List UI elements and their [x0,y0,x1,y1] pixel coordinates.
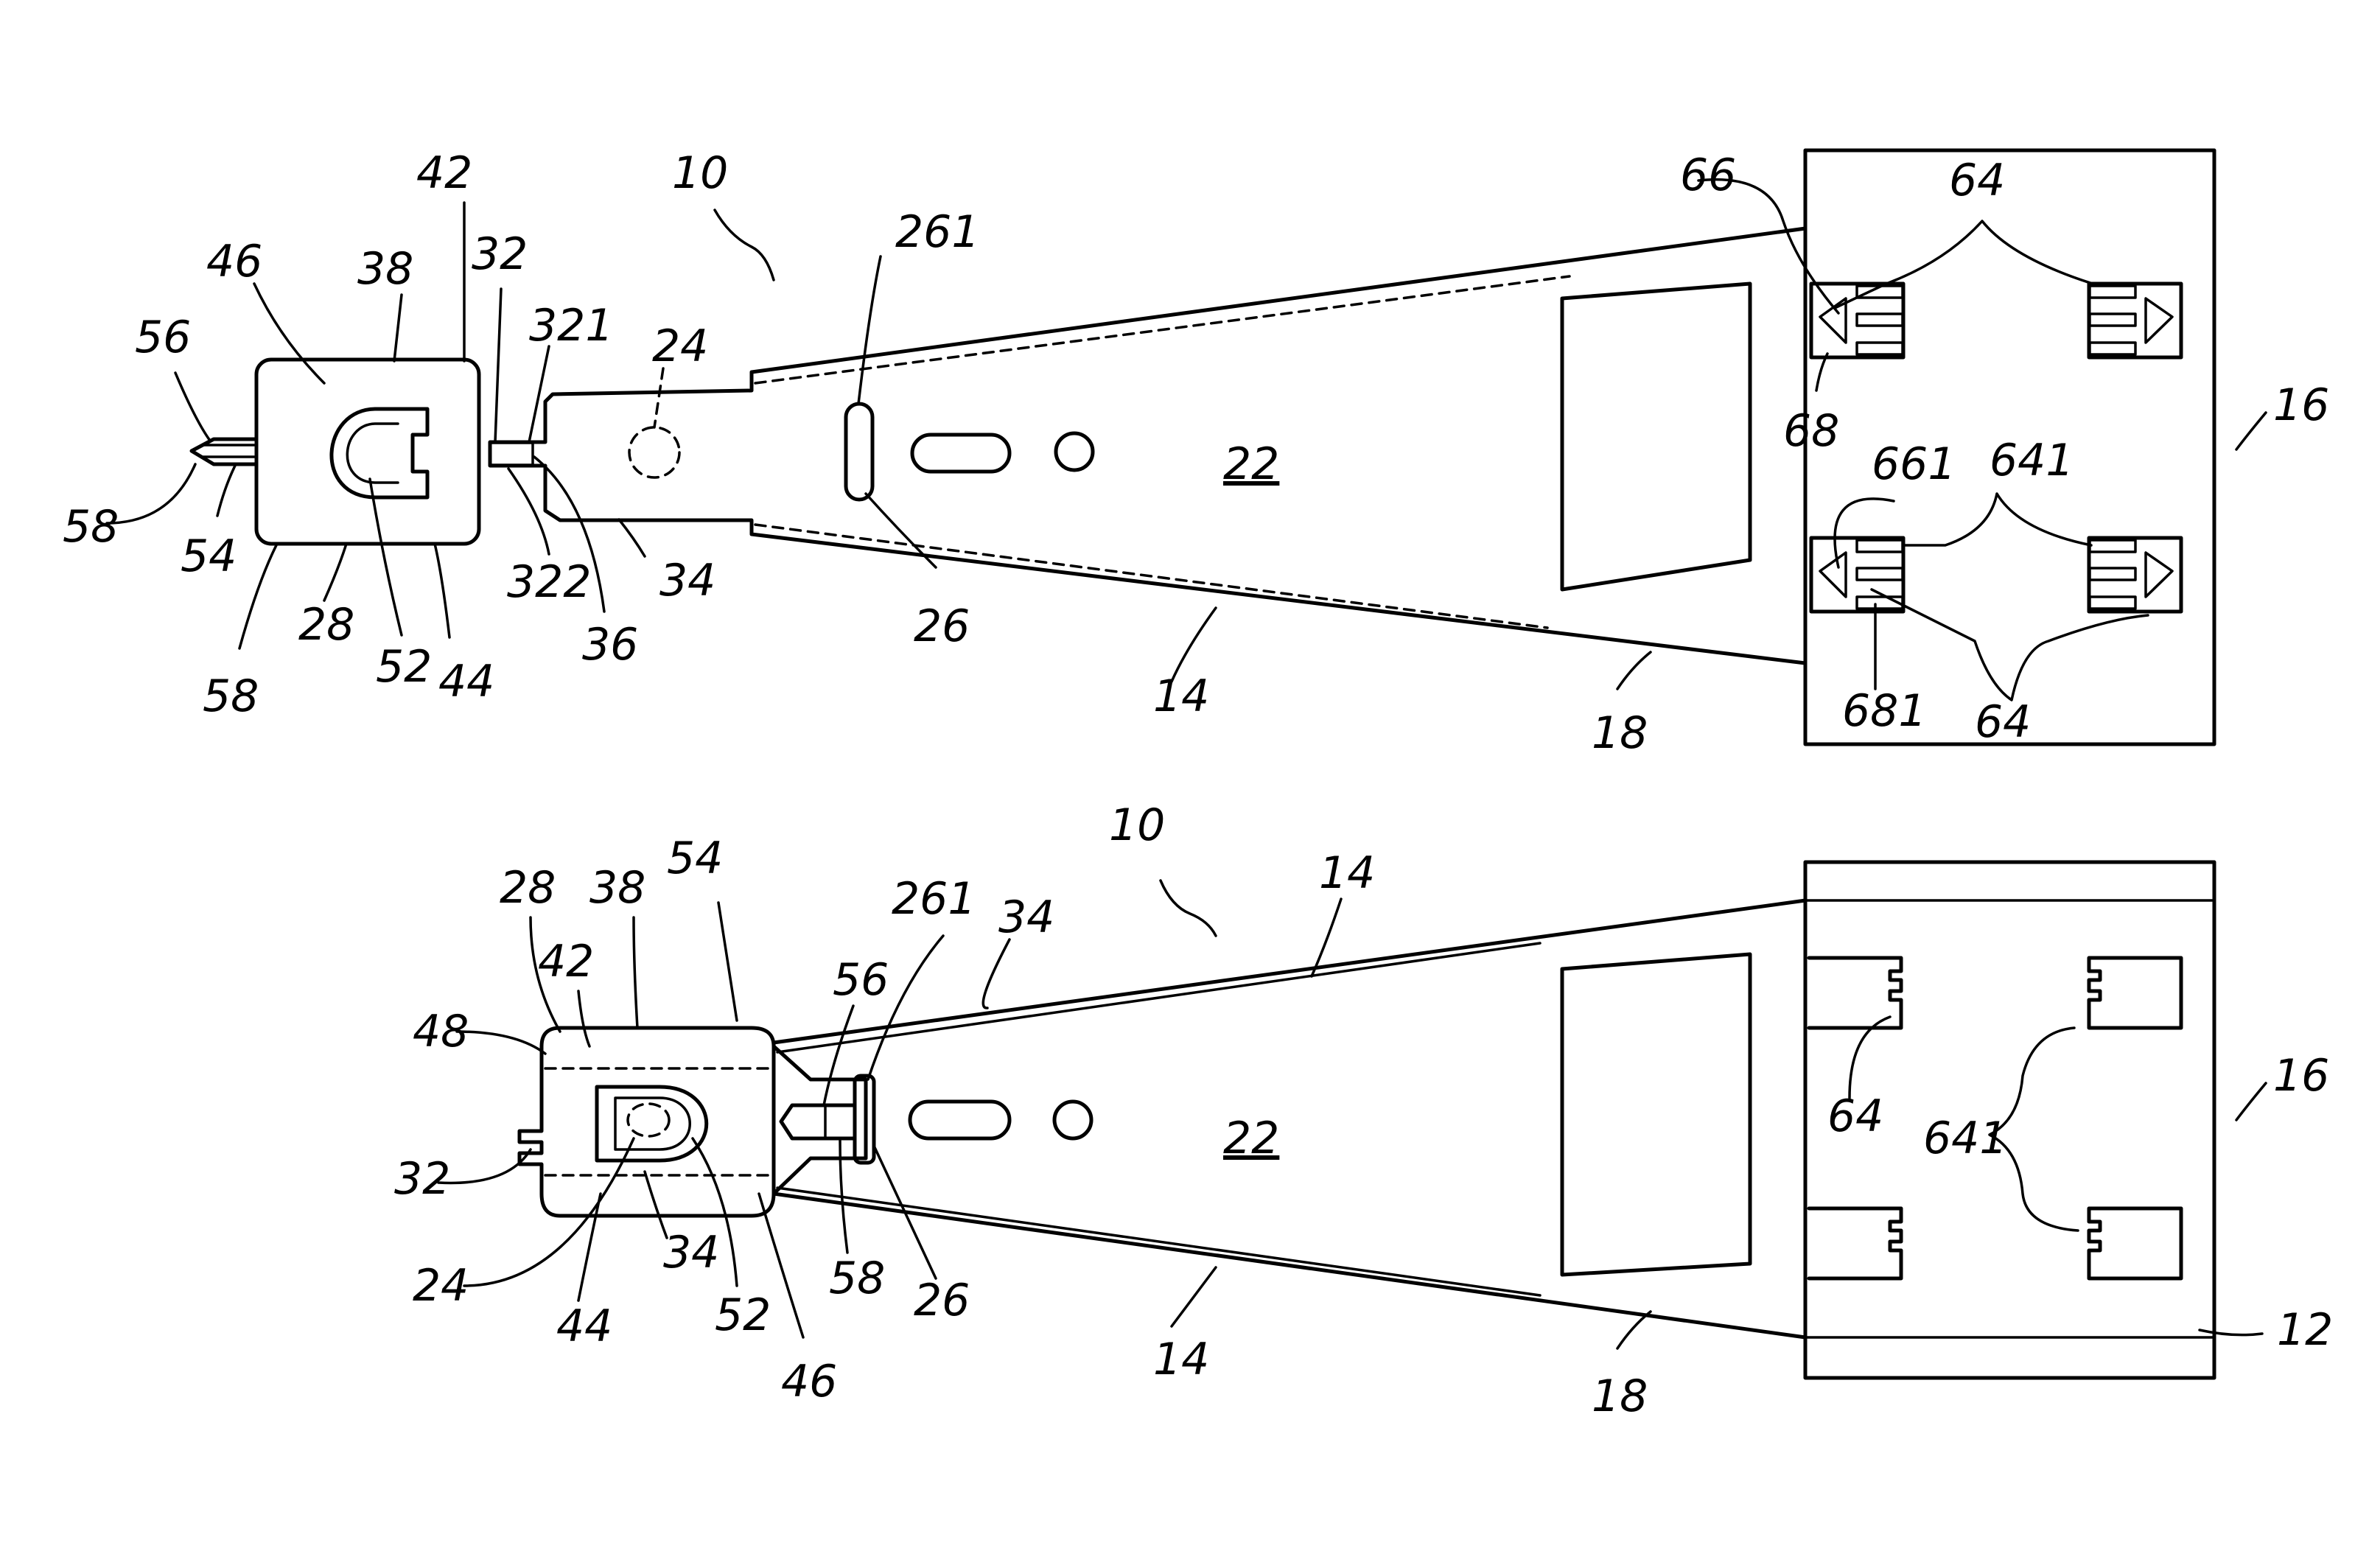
bottom-dimple-24 [628,1104,669,1136]
label-44-bottom: 44 [556,1301,612,1352]
label-44: 44 [438,656,494,707]
label-16-bottom: 16 [2273,1050,2329,1102]
label-54: 54 [181,531,237,582]
label-52-bottom: 52 [715,1289,771,1341]
label-34a-bottom: 34 [998,892,1054,943]
label-22-bottom: 22 [1223,1113,1279,1164]
label-261: 261 [895,206,980,258]
label-48-bottom: 48 [413,1006,469,1057]
label-68: 68 [1783,405,1839,457]
label-56-bottom: 56 [833,954,889,1006]
label-26: 26 [914,601,970,652]
label-28: 28 [298,599,354,651]
label-46: 46 [206,236,262,287]
bottom-rail-upper [777,943,1540,1052]
label-64-bottom: 64 [1827,1091,1883,1142]
top-tab-lower-left [1811,538,1903,612]
label-14b-bottom: 14 [1153,1334,1209,1385]
label-58a: 58 [63,501,119,553]
bottom-tab-lower-right [2089,1208,2181,1278]
label-34: 34 [659,555,715,606]
label-46-bottom: 46 [781,1356,837,1407]
label-16: 16 [2273,379,2329,431]
label-18-bottom: 18 [1592,1371,1648,1422]
label-12-bottom: 12 [2277,1304,2333,1356]
label-641: 641 [1990,435,2074,486]
top-hole [1056,433,1093,470]
label-32: 32 [472,228,528,280]
label-22: 22 [1223,438,1279,490]
label-64b: 64 [1975,696,2031,748]
bottom-slot-oval [910,1102,1009,1138]
bottom-figure: 10 14 261 34 28 38 54 42 48 56 32 24 34 … [394,799,2333,1422]
bottom-pin [781,1105,855,1138]
label-58-bottom: 58 [829,1253,885,1304]
bottom-tab-upper-right [2089,958,2181,1028]
top-slot-oval [912,435,1009,472]
label-14a-bottom: 14 [1319,847,1375,899]
label-32-bottom: 32 [394,1153,450,1205]
label-64a: 64 [1949,155,2005,206]
bottom-hole [1054,1102,1091,1138]
top-tab-lower-right [2089,538,2181,612]
top-slot-26 [846,404,872,500]
label-641-bottom: 641 [1923,1113,2008,1164]
label-58b: 58 [203,671,259,722]
label-42: 42 [416,147,472,199]
top-rail-dashed-upper [755,276,1570,383]
top-rail-dashed-lower [755,525,1547,628]
top-tongue-inner [347,424,398,483]
top-dimple-24 [629,427,679,477]
label-28-bottom: 28 [500,862,556,914]
label-66: 66 [1680,150,1736,201]
top-tab-upper-right [2089,284,2181,357]
label-56: 56 [135,312,191,363]
label-26-bottom: 26 [914,1275,970,1326]
label-54-bottom: 54 [667,833,723,884]
top-labels: 10 261 24 42 38 32 321 46 56 58 54 58 28… [63,147,2329,759]
label-52: 52 [376,641,432,693]
label-261-bottom: 261 [892,873,976,925]
top-arrow-tip [192,439,256,464]
label-24: 24 [652,321,708,372]
label-321: 321 [529,300,614,351]
bottom-window [1562,954,1750,1275]
top-figure: 10 261 24 42 38 32 321 46 56 58 54 58 28… [63,147,2329,759]
top-flexure-pad [256,360,479,544]
bottom-tab-lower-left [1809,1208,1901,1278]
label-322: 322 [507,556,592,608]
top-tongue-outer [332,409,427,497]
label-681: 681 [1842,685,1927,737]
bottom-rail-lower [777,1188,1540,1295]
bottom-flexure-pad [519,1028,774,1216]
label-36: 36 [582,619,638,671]
label-10: 10 [672,147,728,199]
label-34b-bottom: 34 [663,1227,719,1278]
label-38: 38 [357,243,413,295]
label-661: 661 [1872,438,1956,490]
bottom-load-beam-outline [774,900,1805,1337]
top-tab-36 [490,443,533,465]
top-window [1562,284,1750,589]
label-38-bottom: 38 [589,862,645,914]
label-14: 14 [1153,671,1209,722]
bottom-tongue-inner [615,1098,690,1149]
label-10-bottom: 10 [1109,799,1165,851]
label-18: 18 [1592,707,1648,759]
label-42-bottom: 42 [538,936,594,987]
label-24-bottom: 24 [413,1260,469,1312]
